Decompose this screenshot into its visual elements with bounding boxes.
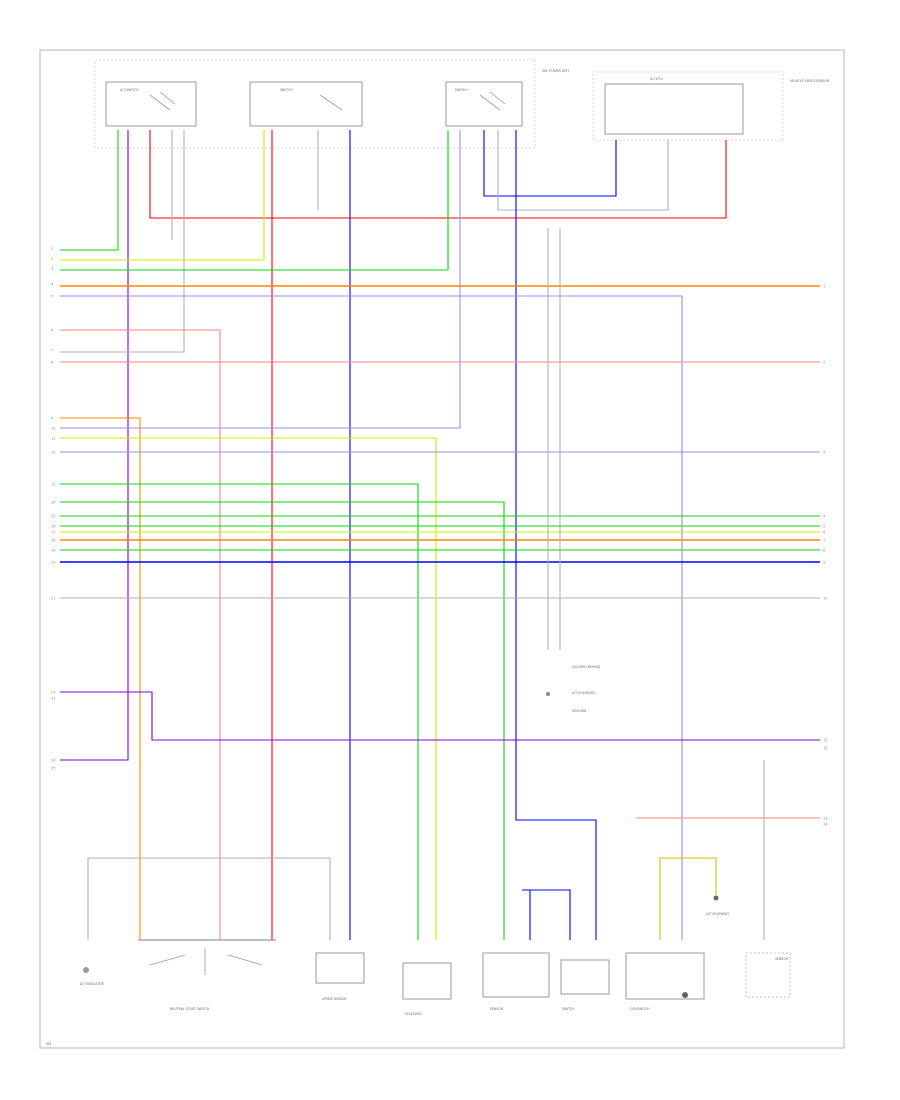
- left-pin-3: 3: [51, 267, 53, 271]
- svg-text:A/T INDICATOR: A/T INDICATOR: [80, 982, 105, 986]
- svg-text:SWITCH: SWITCH: [455, 88, 468, 92]
- wire-pink-3: [60, 329, 221, 940]
- left-pin-9: 9: [51, 417, 54, 421]
- bottom-component-3: SPEED SENSOR: [315, 952, 365, 1001]
- bottom-component-6: SWITCH: [560, 959, 610, 1011]
- svg-text:SWITCH: SWITCH: [562, 1007, 575, 1011]
- left-pin-24: 24: [51, 759, 56, 763]
- wire-layer: [60, 130, 820, 940]
- legend: LOCATED BEHIND A/T SOLENOID GROUND: [546, 665, 601, 713]
- left-pin-6: 6: [51, 329, 54, 333]
- left-pin-1: 1: [51, 247, 53, 251]
- svg-text:SWITCH: SWITCH: [280, 88, 293, 92]
- wire-green-sw3: [60, 130, 449, 271]
- wire-blue-sw3: [60, 130, 461, 429]
- left-pin-labels: 1234567891011121314151617181920212223242…: [51, 247, 56, 771]
- svg-text:SOLENOID: SOLENOID: [405, 1012, 422, 1016]
- wire-violet-17: [60, 691, 820, 741]
- bottom-component-4: SOLENOID: [402, 962, 452, 1016]
- left-pin-21: 21: [51, 597, 56, 601]
- bottom-component-2: NEUTRAL START SWITCH: [138, 939, 276, 1011]
- bottom-component-1: A/T INDICATOR: [80, 967, 105, 986]
- left-pin-18: 18: [51, 539, 56, 543]
- diagram-frame: [39, 49, 845, 1049]
- svg-text:VEHICLE SPEED SENSOR: VEHICLE SPEED SENSOR: [790, 79, 830, 83]
- svg-text:SENSOR: SENSOR: [775, 957, 789, 961]
- left-pin-15: 15: [51, 515, 56, 519]
- ecu-box: A/T ECU VEHICLE SPEED SENSOR: [604, 77, 830, 135]
- right-pin-2: 2: [823, 361, 825, 365]
- right-pin-3: 3: [823, 451, 825, 455]
- wire-yg-sw2: [60, 130, 265, 261]
- right-pin-9: 9: [823, 561, 826, 565]
- right-pin-5: 5: [823, 525, 825, 529]
- right-pin-14: 14: [823, 823, 828, 827]
- svg-text:O/D SWITCH: O/D SWITCH: [630, 1007, 650, 1011]
- wire-gray-24: [87, 857, 331, 940]
- left-pin-8: 8: [51, 361, 54, 365]
- diagram-code: W1: [46, 1042, 52, 1046]
- svg-text:A/T SWITCH: A/T SWITCH: [120, 88, 139, 92]
- left-pin-16: 16: [51, 525, 56, 529]
- wire-orange-5: [60, 417, 141, 940]
- left-pin-5: 5: [51, 295, 53, 299]
- bottom-component-7: O/D SWITCH: [625, 952, 705, 1011]
- right-pin-13: 13: [823, 817, 828, 821]
- top-switch-3: SWITCH: [445, 81, 523, 127]
- ecu-dashed-box: [592, 71, 784, 141]
- right-pin-7: 7: [823, 539, 825, 543]
- left-pin-14: 14: [51, 501, 56, 505]
- right-pin-10: 10: [823, 597, 828, 601]
- right-pin-12: 12: [823, 747, 828, 751]
- wire-blue-2: [60, 295, 683, 940]
- svg-text:A/T SOLENOID: A/T SOLENOID: [706, 912, 729, 916]
- left-pin-13: 13: [51, 483, 56, 487]
- left-pin-22: 22: [51, 691, 56, 695]
- svg-text:A/T SOLENOID: A/T SOLENOID: [572, 691, 595, 695]
- wire-blue-22: [522, 889, 571, 940]
- right-pin-8: 8: [823, 549, 826, 553]
- right-pin-6: 6: [823, 531, 826, 535]
- right-pin-11: 11: [823, 739, 828, 743]
- left-pin-23: 23: [51, 697, 56, 701]
- wire-gray-sw1b: [60, 130, 185, 353]
- wire-green-sw1: [60, 130, 119, 251]
- top-component-dashed-box: [94, 59, 536, 149]
- wire-green-8: [60, 483, 419, 940]
- left-pin-10: 10: [51, 427, 56, 431]
- left-pin-2: 2: [51, 257, 53, 261]
- svg-text:GROUND: GROUND: [572, 709, 587, 713]
- right-pin-1: 1: [823, 285, 825, 289]
- bottom-component-8: A/T SOLENOID: [706, 895, 729, 916]
- svg-text:SENSOR: SENSOR: [490, 1007, 504, 1011]
- wire-gray-sw3: [497, 130, 669, 211]
- svg-text:SPEED SENSOR: SPEED SENSOR: [322, 997, 347, 1001]
- left-pin-25: 25: [51, 767, 56, 771]
- wire-blue-sw3c: [515, 130, 597, 940]
- top-note: SEE POWER DIST: [542, 69, 569, 73]
- wire-green-9: [60, 501, 505, 940]
- left-pin-17: 17: [51, 531, 56, 535]
- left-pin-11: 11: [51, 437, 56, 441]
- svg-text:NEUTRAL START SWITCH: NEUTRAL START SWITCH: [170, 1007, 210, 1011]
- top-switch-2: SWITCH: [249, 81, 363, 127]
- left-pin-4: 4: [51, 283, 54, 287]
- svg-text:LOCATED BEHIND: LOCATED BEHIND: [572, 665, 601, 669]
- wire-blue-sw3b: [483, 130, 617, 197]
- wire-yg-6: [60, 437, 437, 940]
- wire-red-sw1: [149, 130, 727, 219]
- left-pin-19: 19: [51, 549, 56, 553]
- left-pin-7: 7: [51, 349, 53, 353]
- bottom-component-9: SENSOR: [745, 952, 791, 998]
- svg-text:A/T ECU: A/T ECU: [650, 77, 663, 81]
- top-switch-1: A/T SWITCH: [105, 81, 197, 127]
- wire-yellow-23: [659, 857, 717, 940]
- left-pin-20: 20: [51, 561, 56, 565]
- bottom-component-5: SENSOR: [482, 952, 550, 1011]
- right-pin-4: 4: [823, 515, 826, 519]
- wire-violet-sw1: [60, 130, 129, 761]
- left-pin-12: 12: [51, 451, 56, 455]
